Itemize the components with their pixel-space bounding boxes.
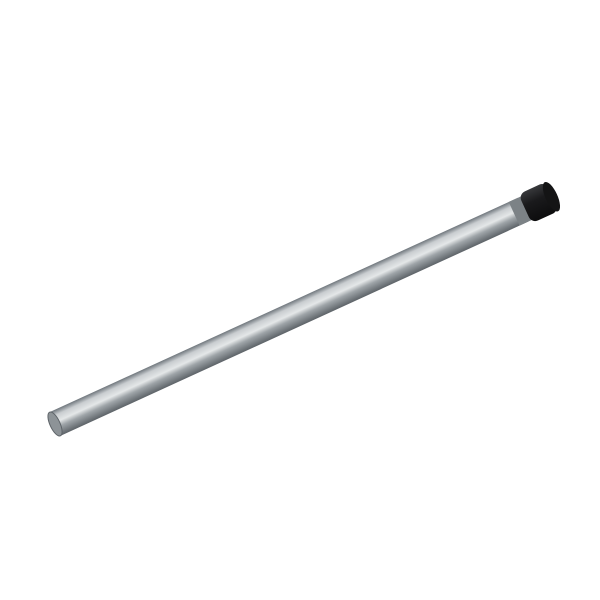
rod-end-face	[47, 411, 63, 437]
cap-end-face	[542, 181, 561, 212]
rod-assembly	[47, 181, 561, 437]
metal-rod	[49, 197, 529, 436]
rod-tip-collar	[508, 196, 533, 226]
